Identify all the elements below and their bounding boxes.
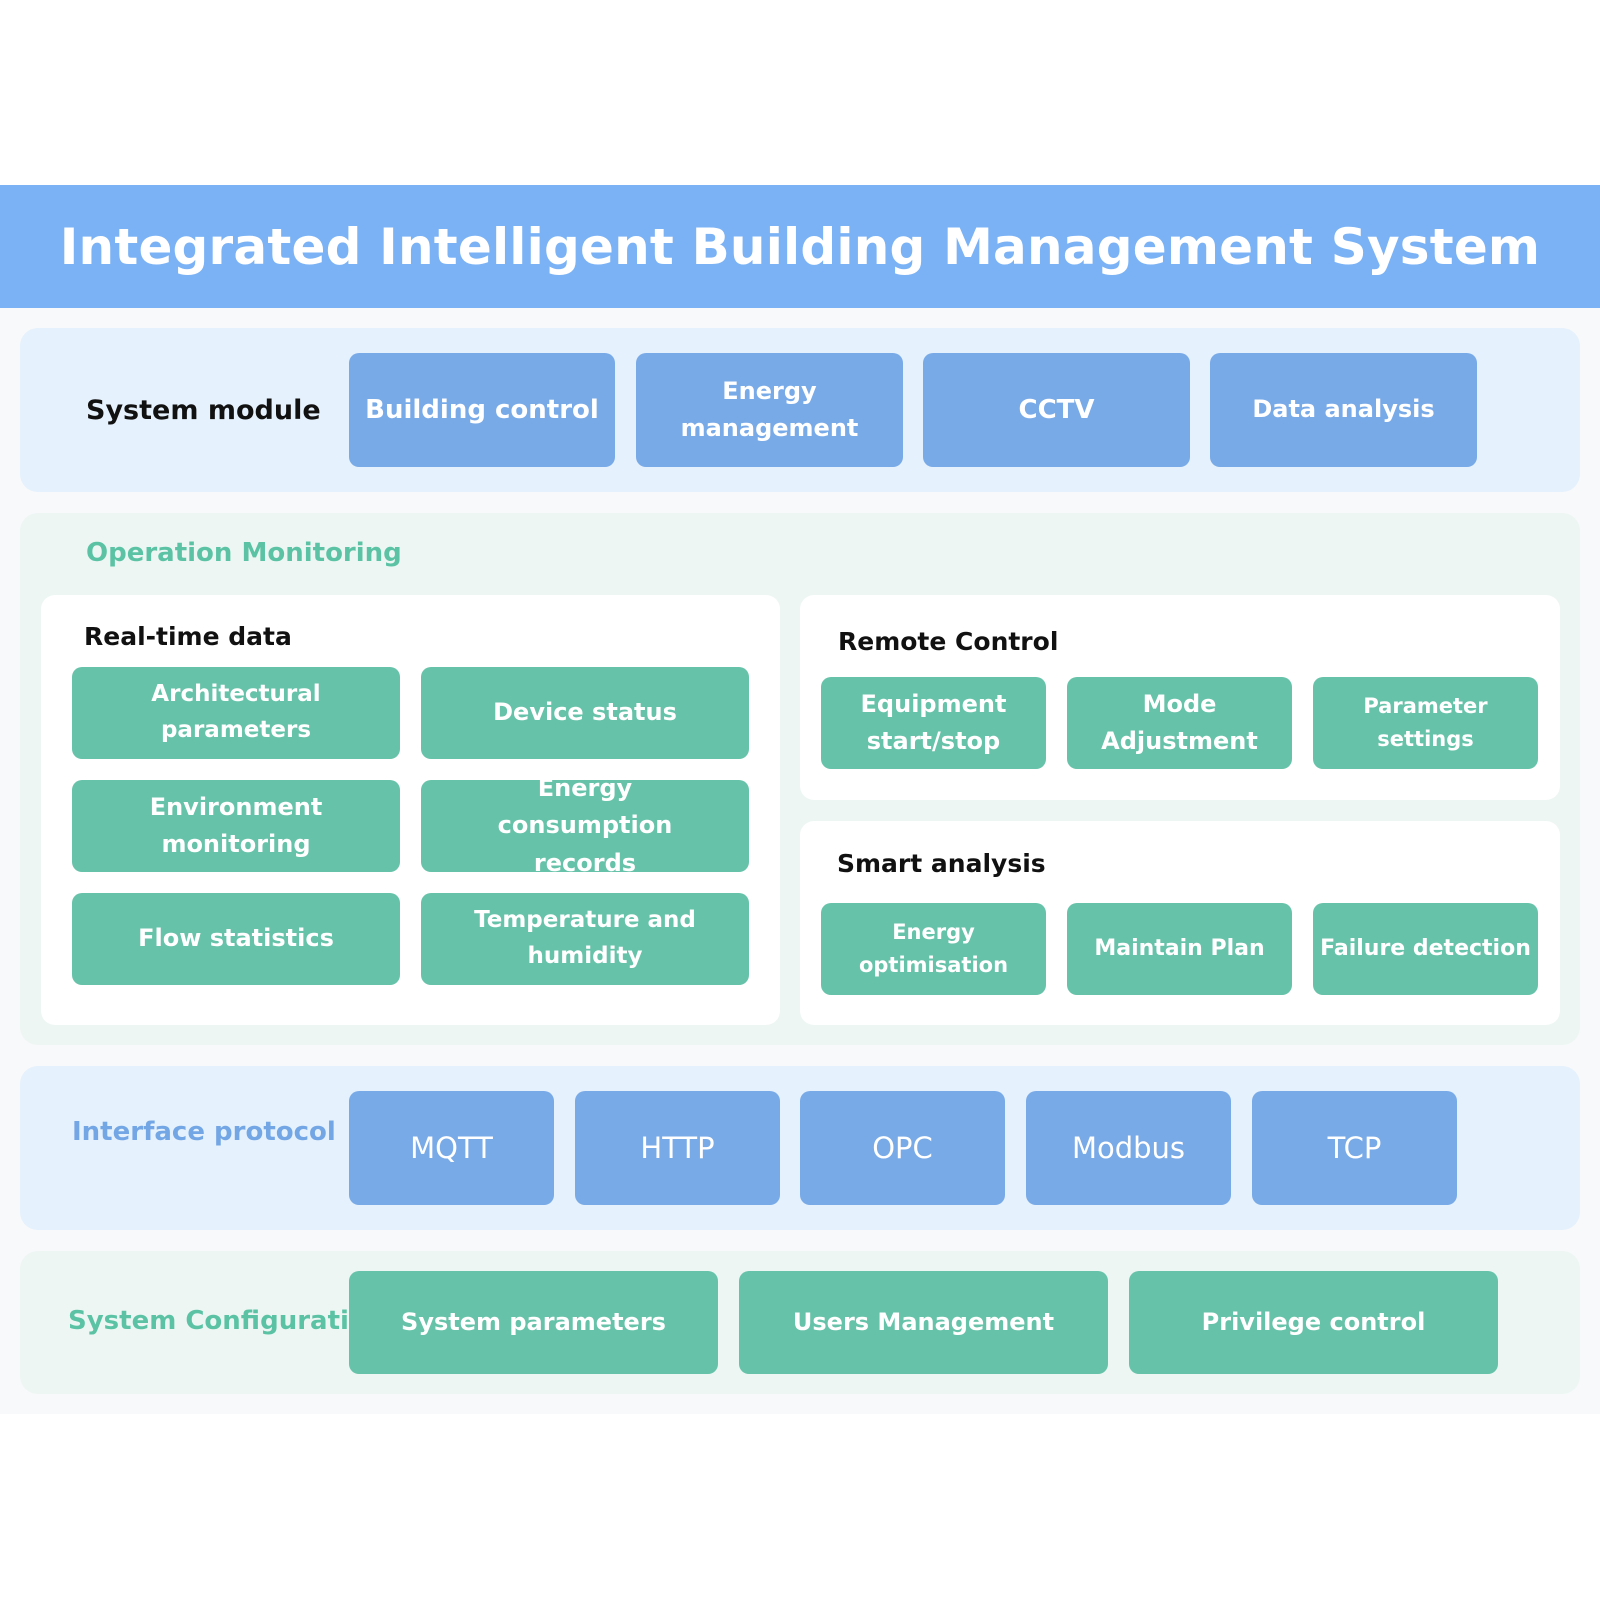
protocol-opc: OPC	[800, 1091, 1005, 1205]
smart-failure-detection: Failure detection	[1313, 903, 1538, 995]
realtime-environment-monitoring: Environment monitoring	[72, 780, 400, 872]
interface-protocol-label: Interface protocol	[72, 1117, 336, 1147]
realtime-flow-statistics: Flow statistics	[72, 893, 400, 985]
realtime-energy-consumption-records: Energy consumption records	[421, 774, 749, 877]
realtime-data-label: Real-time data	[84, 622, 292, 651]
smart-analysis-label: Smart analysis	[837, 849, 1046, 878]
module-data-analysis: Data analysis	[1210, 353, 1477, 467]
system-module-label: System module	[86, 395, 321, 426]
remote-equipment-start-stop: Equipment start/stop	[821, 677, 1046, 769]
protocol-modbus: Modbus	[1026, 1091, 1231, 1205]
protocol-http: HTTP	[575, 1091, 780, 1205]
protocol-tcp: TCP	[1252, 1091, 1457, 1205]
system-configuration-label: System Configuration	[68, 1306, 386, 1336]
remote-mode-adjustment: Mode Adjustment	[1067, 677, 1292, 769]
config-users-management: Users Management	[739, 1271, 1108, 1374]
remote-parameter-settings: Parameter settings	[1313, 677, 1538, 769]
config-system-parameters: System parameters	[349, 1271, 718, 1374]
realtime-device-status: Device status	[421, 667, 749, 759]
protocol-mqtt: MQTT	[349, 1091, 554, 1205]
remote-control-label: Remote Control	[838, 627, 1059, 656]
realtime-architectural-parameters: Architectural parameters	[72, 667, 400, 759]
module-building-control: Building control	[349, 353, 615, 467]
config-privilege-control: Privilege control	[1129, 1271, 1498, 1374]
module-energy-management: Energy management	[636, 353, 903, 467]
title-banner: Integrated Intelligent Building Manageme…	[0, 185, 1600, 308]
smart-maintain-plan: Maintain Plan	[1067, 903, 1292, 995]
smart-energy-optimisation: Energy optimisation	[821, 903, 1046, 995]
module-cctv: CCTV	[923, 353, 1190, 467]
diagram-title: Integrated Intelligent Building Manageme…	[59, 217, 1541, 276]
realtime-temperature-and-humidity: Temperature and humidity	[421, 893, 749, 985]
operation-monitoring-label: Operation Monitoring	[86, 538, 402, 568]
